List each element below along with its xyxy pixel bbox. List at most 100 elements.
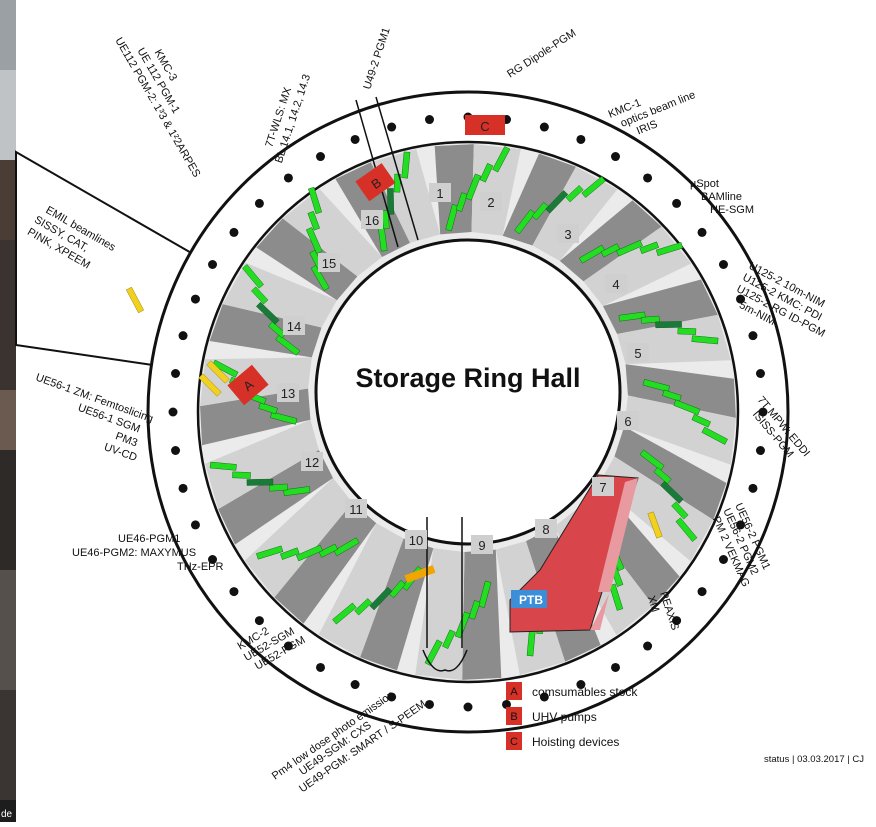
beamline-segment	[318, 543, 339, 558]
legend: A comsumables stock B UHV pumps C Hoisti…	[506, 682, 638, 750]
beamline-segment	[332, 602, 357, 625]
hut-sector-light	[205, 419, 319, 510]
section-number: 13	[281, 386, 295, 401]
ring-pillar-dot	[350, 680, 360, 690]
hut-sector-light	[471, 144, 521, 236]
ring-pillar-dot	[387, 122, 397, 132]
ring-pillar-dot	[171, 368, 181, 378]
label-ue112: UE112 PGM-2: 1³3 & 1²2ARPES UE 112 PGM-1…	[112, 36, 202, 180]
beamline-segment	[618, 311, 646, 322]
beamline-segment	[256, 301, 280, 325]
section-number-box	[345, 499, 367, 518]
beamline-segment	[545, 190, 569, 214]
beamline-segment	[691, 335, 719, 345]
beamline-segment-yellow	[198, 373, 222, 397]
section-number: 11	[349, 502, 363, 517]
beamline-segment	[671, 501, 689, 520]
beamline-segment	[212, 359, 239, 378]
beamline-segment	[442, 629, 456, 649]
beamline-segment	[401, 151, 411, 179]
beamline-segment	[275, 334, 301, 356]
beamline-segment-yellow	[125, 286, 145, 314]
ptb-logo: PTB	[511, 590, 547, 608]
hut-sector-light	[532, 166, 618, 261]
section-number-box	[361, 210, 383, 229]
beamline-segment	[270, 411, 298, 425]
legend-text-a: comsumables stock	[532, 685, 638, 699]
beamline-segment	[465, 173, 482, 201]
label-muspot-line1: µSpot	[690, 178, 719, 190]
beamline-segment	[256, 545, 284, 560]
beamline-segment	[258, 402, 278, 415]
beamline-segment	[387, 188, 395, 215]
beamline-segment	[388, 580, 406, 599]
beamline-segment	[232, 471, 251, 479]
beamline-segment	[269, 483, 288, 492]
background-photo	[0, 0, 16, 822]
hut-sector-dark	[462, 549, 502, 680]
beamline-segment	[653, 467, 672, 484]
beamline-segment	[655, 242, 684, 256]
label-peaxis-line2: XM	[645, 594, 662, 613]
beamline-segment	[677, 327, 697, 335]
beamline-segment	[600, 243, 621, 258]
section-number-box	[557, 224, 579, 243]
ring-pillar-dot	[736, 294, 746, 304]
ring-pillar-dot	[171, 446, 181, 456]
beamline-segment	[639, 449, 665, 471]
inner-ring	[314, 238, 622, 546]
beamline-segment	[445, 204, 459, 232]
ring-pillars	[168, 112, 768, 712]
beamline-segment	[691, 414, 711, 428]
marker-b: B	[355, 163, 396, 202]
legend-letter-a: A	[510, 686, 518, 698]
beamline-segment	[478, 580, 492, 608]
hut-sector-dark	[209, 304, 322, 358]
ring-pillar-dot	[539, 692, 549, 702]
legend-swatch-c	[506, 732, 522, 750]
ring-pillar-dot	[283, 641, 293, 651]
hut-sector-light	[318, 523, 404, 658]
label-u125: U125-2 10m-NIM U125-2 KMC: PDI U125-2 RG…	[734, 260, 827, 340]
beamline-segment	[333, 537, 360, 557]
ring-pillar-dot	[190, 294, 200, 304]
beamline-segment	[307, 211, 320, 231]
section-number-box	[592, 477, 614, 496]
ring-pillar-dot	[316, 662, 325, 672]
legend-swatch-a	[506, 682, 522, 700]
section-number: 14	[287, 319, 301, 334]
ring-pillar-dot	[424, 699, 434, 709]
section-number: 16	[365, 213, 379, 228]
beamline-segment	[305, 227, 323, 254]
section-number-box	[429, 183, 451, 202]
section-number-box	[277, 383, 299, 402]
label-muspot: µSpot BAMline HE-SGM	[690, 178, 754, 216]
section-number-box	[627, 343, 649, 362]
ring-pillar-dot	[208, 260, 218, 269]
ring-pillar-dot	[424, 115, 434, 125]
ring-pillar-dot	[576, 134, 586, 144]
ring-pillar-dot	[643, 173, 653, 183]
hut-sector-dark	[625, 364, 736, 418]
beamline-segment	[246, 478, 274, 486]
hut-sector-dark	[434, 144, 474, 235]
section-number-box	[605, 274, 627, 293]
section-number: 9	[478, 538, 485, 553]
hut-sector-light	[624, 395, 736, 465]
ring-pillar-dot	[718, 260, 728, 269]
section-number-box	[471, 535, 493, 554]
beamline-segment	[308, 186, 322, 215]
ring-pillar-dot	[254, 198, 264, 208]
beamline-segment-yellow	[206, 360, 230, 384]
beamline-segment-yellow	[647, 511, 663, 539]
ring-pillar-dot	[643, 641, 653, 651]
ring-pillar-dot	[672, 198, 682, 208]
beamline-segment	[296, 544, 323, 562]
section-number-box	[617, 411, 639, 430]
ring-pillar-dot	[350, 134, 360, 144]
beamline-segment	[455, 192, 468, 212]
beamline-segment	[514, 209, 536, 235]
beamline-segment	[424, 639, 443, 666]
beamline-segment	[209, 461, 237, 471]
